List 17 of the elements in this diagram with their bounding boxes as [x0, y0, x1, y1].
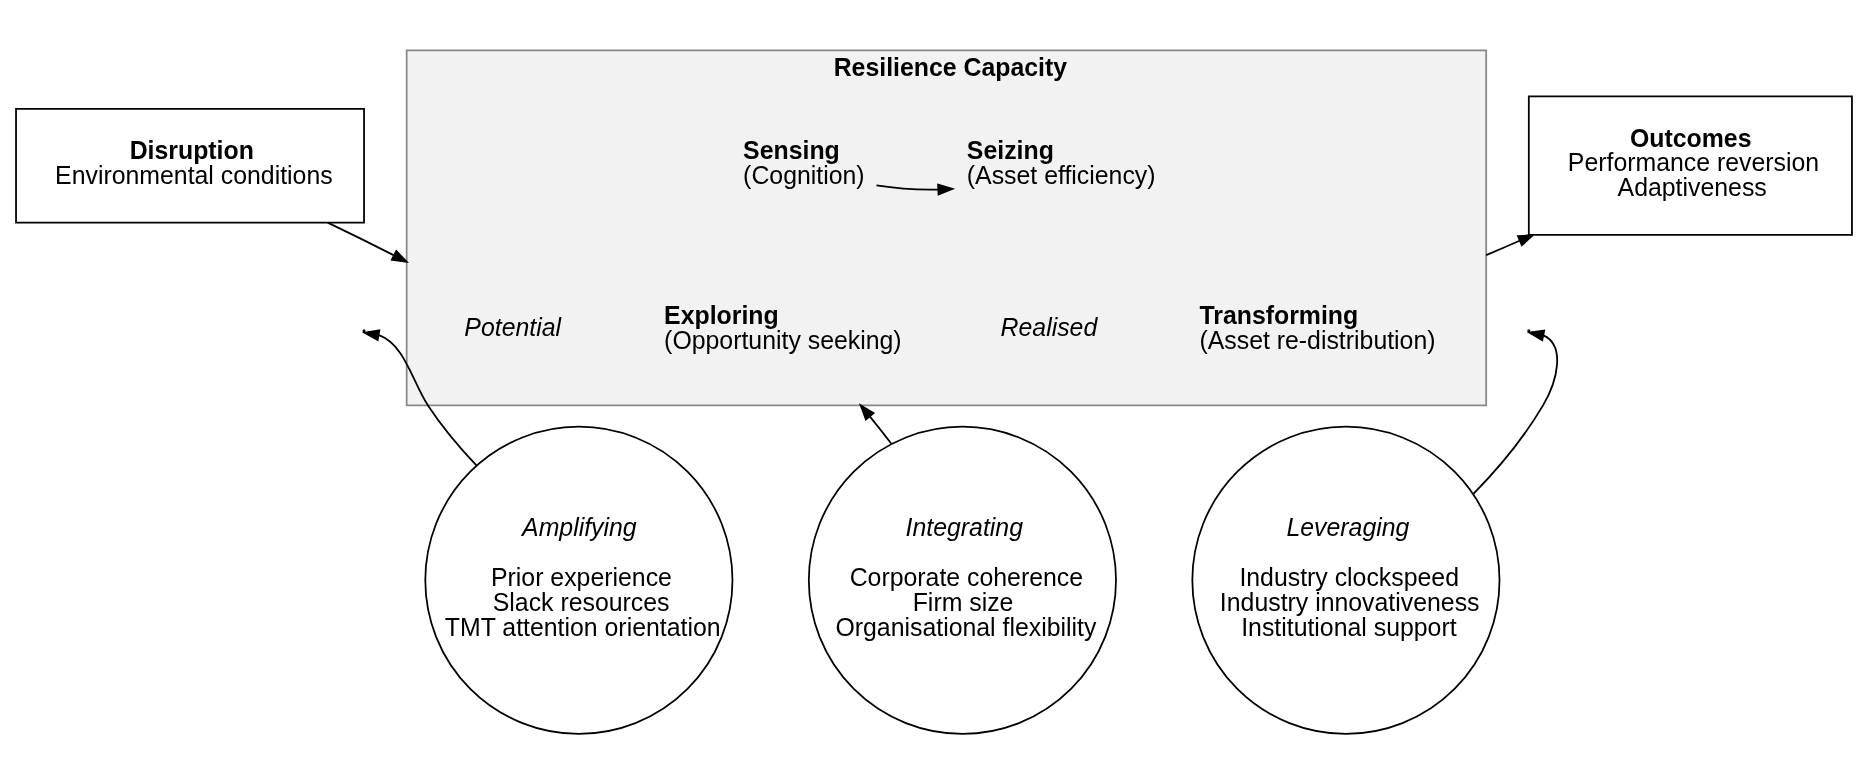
node-text: Seizing (Asset efficiency): [966, 136, 1156, 189]
node-text: Exploring (Opportunity seeking): [664, 302, 902, 354]
node-box: Outcomes Performance reversion Adaptiveness: [1527, 95, 1853, 236]
arrow: [361, 329, 478, 467]
node-box: Disruption Environmental conditions: [15, 108, 365, 224]
node-text: Realised: [1000, 313, 1098, 341]
node-text: Potential: [464, 313, 562, 341]
arrow: [858, 403, 893, 445]
arrow: [326, 221, 410, 264]
node-circle: Integrating Corporate coherence Firm size Organisational flexibility: [807, 425, 1117, 735]
arrow: [1485, 234, 1536, 257]
node-circle: Amplifying Prior experience Slack resources TMT attention orientation: [424, 425, 734, 735]
node-circle: Leveraging Industry clockspeed Industry innovativeness Institutional support: [1191, 425, 1501, 735]
node-text: Transforming (Asset re-distribution): [1199, 302, 1436, 354]
arrow: [1472, 329, 1558, 495]
node-text: Sensing (Cognition): [743, 136, 865, 189]
arrow: [875, 183, 956, 196]
